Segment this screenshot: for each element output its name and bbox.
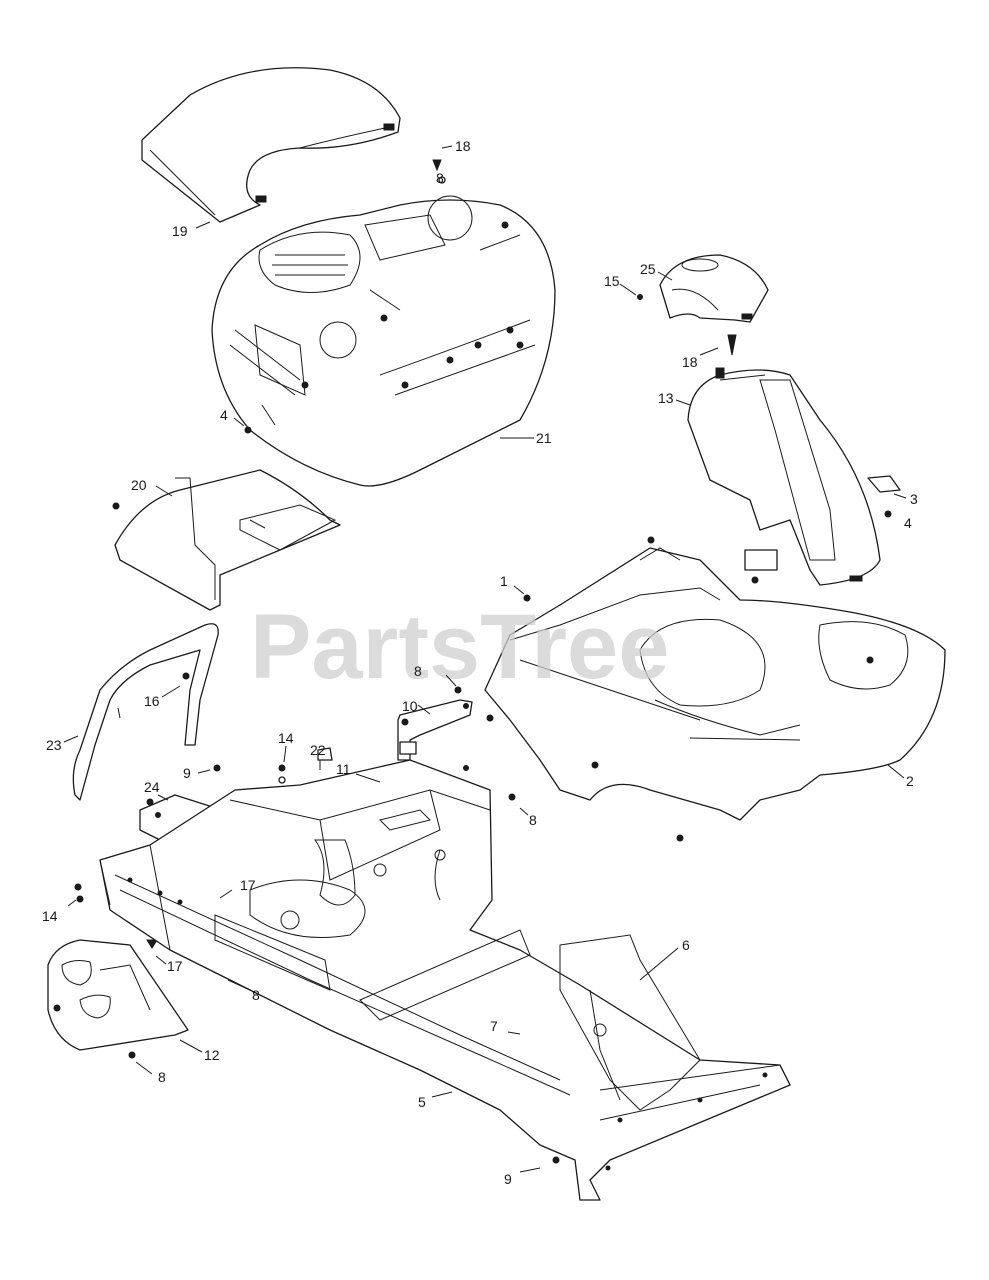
callout-3: 3 <box>910 491 918 507</box>
callout-8-rail: 8 <box>252 987 260 1003</box>
callout-11: 11 <box>336 761 351 777</box>
callout-1: 1 <box>500 573 508 589</box>
callout-5: 5 <box>418 1094 426 1110</box>
callout-2: 2 <box>906 773 914 789</box>
callout-9-bottom: 9 <box>504 1171 512 1187</box>
part-5-frame[interactable] <box>99 741 791 1201</box>
callout-17-frame: 17 <box>240 877 256 893</box>
callout-8-frame: 8 <box>529 812 537 828</box>
callout-19: 19 <box>172 223 188 239</box>
callout-12: 12 <box>204 1047 220 1063</box>
callout-9-left: 9 <box>183 765 191 781</box>
callout-7: 7 <box>490 1018 498 1034</box>
callout-4-console: 4 <box>904 515 912 531</box>
callout-leaders <box>63 145 907 1173</box>
part-10-bracket[interactable] <box>397 699 473 761</box>
callout-8-bracket: 8 <box>414 663 422 679</box>
callout-18-top: 18 <box>455 138 471 154</box>
callout-14-top: 14 <box>278 730 294 746</box>
part-25-dash-cover[interactable] <box>659 254 769 356</box>
callout-4-hood: 4 <box>220 407 228 423</box>
part-21-hood-body[interactable] <box>211 195 556 487</box>
callout-23: 23 <box>46 737 62 753</box>
callout-8-top: 8 <box>436 170 444 186</box>
part-13-console[interactable] <box>687 367 901 586</box>
part-2-fender-deck[interactable] <box>484 536 946 842</box>
callout-16: 16 <box>144 693 160 709</box>
callout-25: 25 <box>640 261 656 277</box>
part-23-side-rail[interactable] <box>72 623 219 801</box>
callout-21: 21 <box>536 430 552 446</box>
callout-24: 24 <box>144 779 160 795</box>
part-12-step-plate[interactable] <box>47 939 189 1051</box>
callout-22: 22 <box>310 742 326 758</box>
part-20-battery-tray[interactable] <box>112 469 341 611</box>
callout-13: 13 <box>658 390 674 406</box>
callout-labels: 19 18 8 25 15 18 13 4 21 20 3 4 1 8 16 1… <box>42 138 918 1187</box>
callout-14-left: 14 <box>42 908 58 924</box>
part-19-hood-cover[interactable] <box>141 67 401 223</box>
callout-17-step: 17 <box>167 958 183 974</box>
callout-18-dash: 18 <box>682 354 698 370</box>
callout-20: 20 <box>131 477 147 493</box>
callout-8-step: 8 <box>158 1069 166 1085</box>
watermark-text: PartsTree <box>250 596 669 698</box>
callout-10: 10 <box>402 698 418 714</box>
callout-6: 6 <box>682 937 690 953</box>
callout-15: 15 <box>604 273 620 289</box>
